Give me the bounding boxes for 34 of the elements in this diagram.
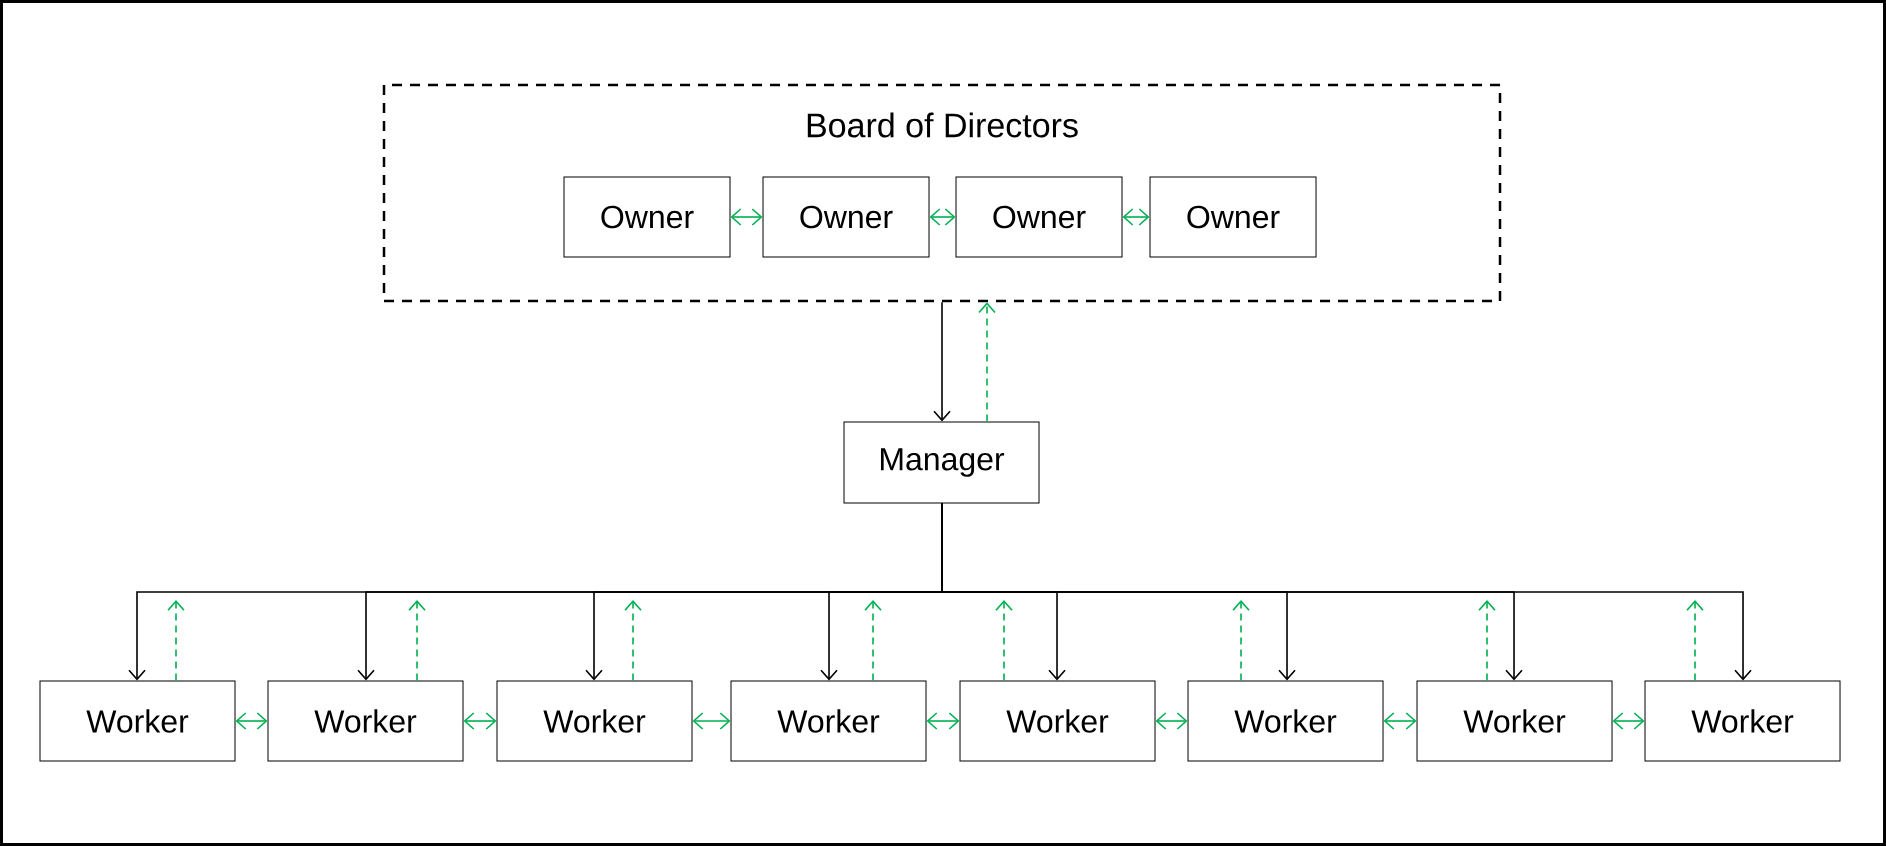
person-box: Worker [1416,680,1613,762]
arrow [1383,712,1417,730]
arrow [929,208,956,226]
arrow [167,600,185,682]
arrow [408,600,426,682]
arrow [1232,600,1250,682]
person-box: Worker [267,680,464,762]
arrow [624,600,642,682]
arrow [995,600,1013,682]
arrow [1612,712,1645,730]
arrow [235,712,268,730]
arrow [941,502,1752,681]
person-box: Manager [843,421,1040,504]
person-box: Worker [1644,680,1841,762]
arrow [692,712,731,730]
person-box: Worker [959,680,1156,762]
arrow [864,600,882,682]
person-box: Worker [1187,680,1384,762]
person-box: Worker [39,680,236,762]
person-box: Owner [955,176,1123,258]
arrow [978,302,996,423]
person-box: Worker [496,680,693,762]
arrow [463,712,497,730]
person-box: Owner [762,176,930,258]
arrow [730,208,763,226]
arrow [1122,208,1150,226]
arrow [1686,600,1704,682]
person-box: Owner [563,176,731,258]
arrow [933,301,951,422]
arrow [926,712,960,730]
person-box: Worker [730,680,927,762]
person-box: Owner [1149,176,1317,258]
arrow [1155,712,1188,730]
arrow [1478,600,1496,682]
